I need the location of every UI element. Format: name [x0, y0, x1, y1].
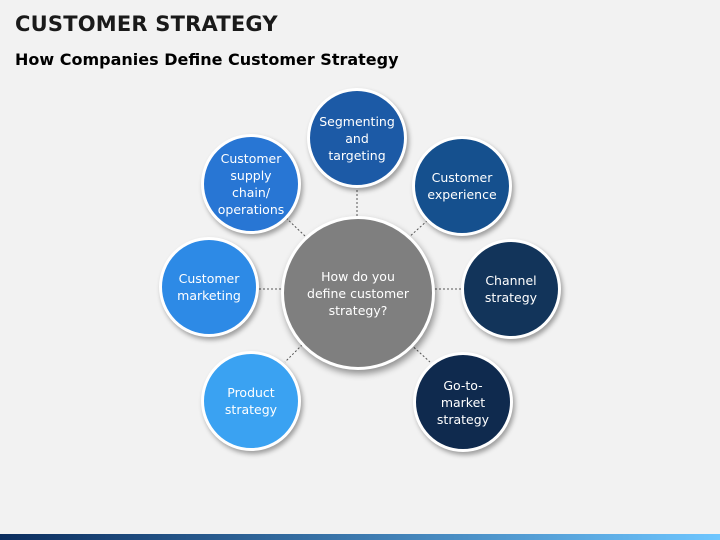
- connector-experience: [407, 219, 429, 239]
- node-customer-marketing: Customer marketing: [159, 237, 259, 337]
- node-channel-strategy: Channel strategy: [461, 239, 561, 339]
- footer-gradient-bar: [0, 534, 720, 540]
- node-customer-supply-chain: Customer supply chain/ operations: [201, 134, 301, 234]
- node-segmenting-targeting: Segmenting and targeting: [307, 88, 407, 188]
- page-title: CUSTOMER STRATEGY: [15, 12, 278, 36]
- center-question-circle: How do you define customer strategy?: [281, 216, 435, 370]
- node-customer-experience: Customer experience: [412, 136, 512, 236]
- node-product-strategy: Product strategy: [201, 351, 301, 451]
- node-go-to-market-strategy: Go-to-market strategy: [413, 352, 513, 452]
- page-subtitle: How Companies Define Customer Strategy: [15, 50, 399, 69]
